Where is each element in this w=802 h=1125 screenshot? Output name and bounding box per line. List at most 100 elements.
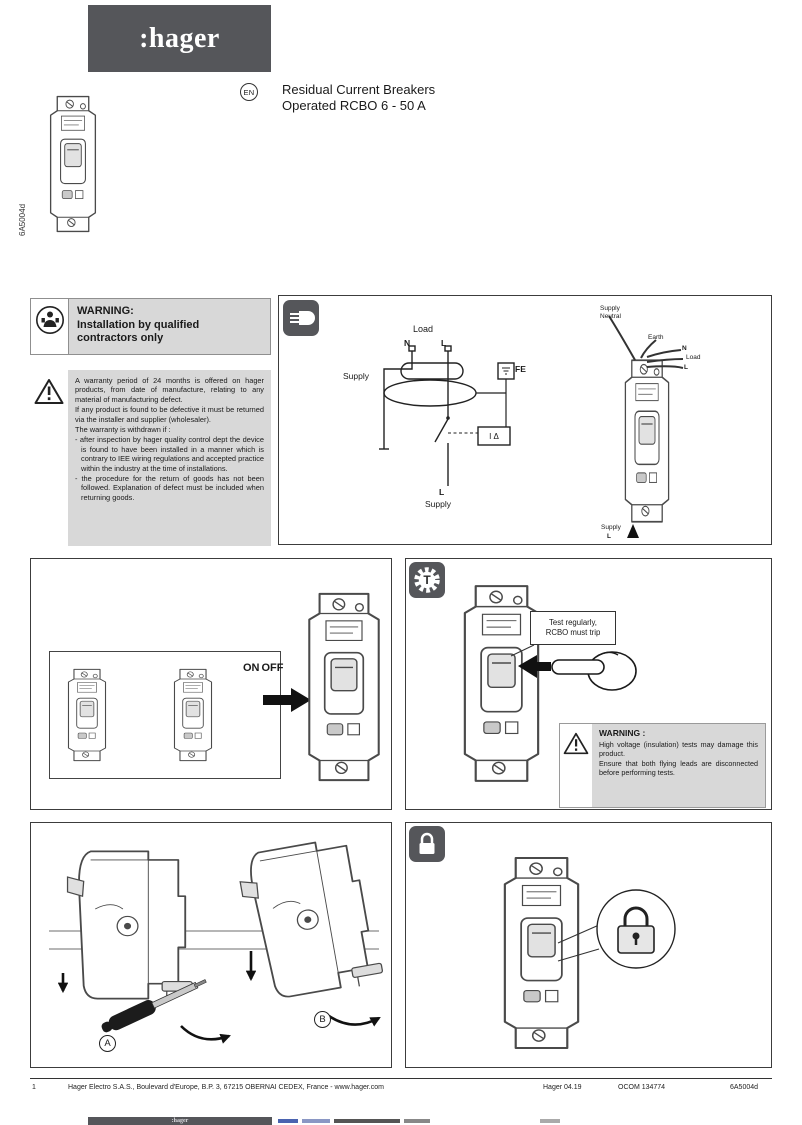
- electrician-icon: [35, 306, 64, 334]
- device-supply-top-label: Supply: [600, 305, 620, 312]
- warning-triangle-icon: [34, 379, 64, 404]
- on-label: ON: [243, 662, 260, 674]
- pointing-hand-illustration: [551, 651, 637, 691]
- qualified-warning-text: WARNING: Installation by qualified contr…: [69, 299, 270, 354]
- onoff-panel: ON OFF: [30, 558, 392, 810]
- test-warning-p1: High voltage (insulation) tests may dama…: [599, 740, 758, 759]
- onoff-inset-box: [49, 651, 281, 779]
- supply-direction-arrow: [627, 524, 639, 538]
- title-line-2: Operated RCBO 6 - 50 A: [282, 98, 426, 113]
- padlock-icon-badge: [409, 826, 445, 862]
- test-warning-text: WARNING : High voltage (insulation) test…: [592, 724, 765, 807]
- warning-triangle-icon: [563, 732, 589, 755]
- next-page-logo-text: :hager: [171, 1118, 189, 1124]
- test-warning-title: WARNING :: [599, 728, 646, 738]
- breaker-on-illustration: [173, 668, 213, 762]
- document-title: Residual Current Breakers Operated RCBO …: [282, 82, 435, 114]
- warranty-p2: If any product is found to be defective …: [75, 405, 264, 424]
- padlock-icon: [419, 832, 435, 854]
- warning-line-3: contractors only: [77, 332, 164, 344]
- warranty-text: A warranty period of 24 months is offere…: [68, 370, 271, 546]
- breaker-side-a: [66, 850, 194, 1002]
- product-illustration: [49, 95, 97, 233]
- device-l-bottom-label: L: [607, 533, 611, 540]
- language-badge-text: EN: [243, 87, 255, 97]
- gear-icon: [414, 567, 440, 593]
- footer-page-number: 1: [32, 1084, 36, 1091]
- warranty-p1: A warranty period of 24 months is offere…: [75, 376, 264, 404]
- test-panel: T Test regularly, RCBO must trip WARNING…: [405, 558, 772, 810]
- schematic-trip-box-label: I Δ: [489, 431, 499, 441]
- test-letter: T: [423, 573, 431, 587]
- test-warning-triangle-cell: [560, 724, 592, 807]
- footer-address: Hager Electro S.A.S., Boulevard d'Europe…: [68, 1084, 384, 1091]
- next-page-preview-mark: [540, 1119, 560, 1123]
- test-callout-line-1: Test regularly,: [549, 618, 597, 627]
- screwdriver-illustration: [101, 979, 207, 1033]
- device-supply-bottom-label: Supply: [601, 524, 621, 531]
- hager-logo-block: :hager: [88, 5, 271, 72]
- electrician-icon-cell: [31, 299, 69, 354]
- warning-line-2: Installation by qualified: [77, 318, 200, 331]
- qualified-warning-box: WARNING: Installation by qualified contr…: [30, 298, 271, 355]
- onoff-labels: ON OFF: [243, 662, 284, 674]
- next-page-preview-mark: [404, 1119, 430, 1123]
- locking-panel: [405, 822, 772, 1068]
- device-l-label: L: [684, 364, 688, 371]
- footer-ocom: OCOM 134774: [618, 1084, 666, 1091]
- footer-rule: [30, 1078, 772, 1079]
- device-neutral-top-label: Neutral: [600, 313, 621, 320]
- schematic-l-bottom-label: L: [439, 487, 445, 497]
- language-badge: EN: [240, 83, 258, 101]
- breaker-side-b: [234, 833, 386, 1005]
- schematic-fe-label: FE: [515, 364, 526, 374]
- schematic-load-label: Load: [413, 324, 434, 334]
- test-warning-box: WARNING : High voltage (insulation) test…: [559, 723, 766, 808]
- footer-edition: Hager 04.19: [543, 1084, 582, 1091]
- title-line-1: Residual Current Breakers: [282, 82, 436, 97]
- device-load-label: Load: [686, 354, 701, 361]
- doc-code-vertical: 6A5004d: [18, 203, 27, 236]
- breaker-large-illustration: [308, 592, 380, 782]
- hager-logo-text: :hager: [139, 22, 220, 54]
- warning-title: WARNING:: [77, 305, 134, 317]
- right-arrow: [263, 688, 311, 712]
- rotate-arrow-a: [180, 1025, 231, 1044]
- wiring-schematic: [379, 345, 515, 486]
- next-page-logo-preview: :hager: [88, 1117, 272, 1125]
- footer-doc-code: 6A5004d: [730, 1084, 759, 1091]
- step-a-badge: A: [99, 1035, 116, 1052]
- next-page-preview-mark: [334, 1119, 400, 1123]
- warning-triangle-cell: [30, 370, 68, 546]
- plug-icon: [290, 311, 315, 325]
- schematic-l-label: L: [441, 338, 447, 348]
- breaker-off-illustration: [67, 668, 107, 762]
- test-warning-p2: Ensure that both flying leads are discon…: [599, 758, 758, 777]
- test-callout: Test regularly, RCBO must trip: [530, 611, 616, 645]
- rotate-arrow-b: [328, 1014, 381, 1027]
- next-page-preview-mark: [278, 1119, 298, 1123]
- press-arrow: [518, 655, 551, 678]
- schematic-supply-left-label: Supply: [343, 371, 369, 381]
- connection-icon-badge: [283, 300, 319, 336]
- next-page-preview-mark: [302, 1119, 330, 1123]
- device-earth-label: Earth: [648, 334, 664, 341]
- step-b-badge: B: [314, 1011, 331, 1028]
- off-label: OFF: [261, 662, 284, 674]
- wired-device-illustration: [608, 315, 684, 538]
- schematic-supply-bottom-label: Supply: [425, 499, 451, 509]
- test-annotations: [510, 644, 637, 691]
- mounting-panel: A B: [30, 822, 392, 1068]
- schematic-n-label: N: [404, 338, 411, 348]
- mounting-illustration: [49, 833, 386, 1044]
- warranty-p3: The warranty is withdrawn if :: [75, 425, 171, 435]
- test-tool-icon-badge: T: [409, 562, 445, 598]
- wiring-panel: Load N L Supply FE I Δ L Supply Supply N…: [278, 295, 772, 545]
- padlock-illustration: [617, 906, 655, 954]
- test-callout-line-2: RCBO must trip: [545, 628, 601, 637]
- lock-annotations: [557, 889, 676, 969]
- device-n-label: N: [682, 345, 687, 352]
- warranty-section: A warranty period of 24 months is offere…: [30, 370, 271, 546]
- warranty-bullet-1: - after inspection by hager quality cont…: [75, 435, 264, 473]
- warranty-bullet-2: - the procedure for the return of goods …: [75, 474, 264, 502]
